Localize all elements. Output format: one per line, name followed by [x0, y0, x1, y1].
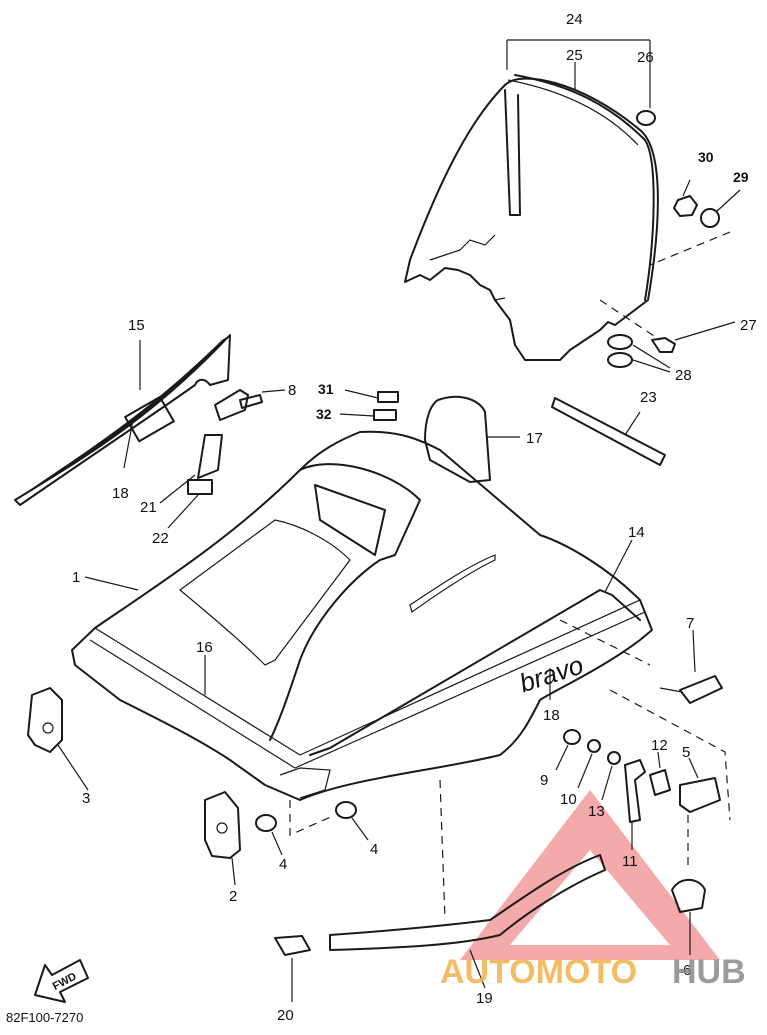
label-9: 9 [540, 772, 548, 789]
part-number-labels: 24 25 26 30 29 27 28 23 17 31 32 8 15 18… [6, 11, 757, 1025]
label-28: 28 [675, 367, 692, 384]
label-31: 31 [318, 381, 334, 397]
latch-6 [609, 689, 731, 955]
decal-15 [14, 334, 231, 506]
label-8: 8 [288, 382, 296, 399]
label-26: 26 [637, 49, 654, 66]
label-4b: 4 [370, 841, 378, 858]
bushing-9 [563, 729, 581, 745]
washer-13 [607, 751, 621, 765]
windshield [404, 74, 659, 361]
label-18-bravo: 18 [543, 707, 560, 724]
label-25: 25 [566, 47, 583, 64]
block-21 [197, 434, 223, 479]
label-27: 27 [740, 317, 757, 334]
label-32: 32 [316, 406, 332, 422]
label-10: 10 [560, 791, 577, 808]
pad-32 [373, 409, 397, 421]
watermark-part2: HUB [672, 953, 746, 991]
trim-strip-19 [329, 779, 606, 951]
label-17: 17 [526, 430, 543, 447]
collar-12 [649, 769, 671, 796]
bracket-2 [204, 791, 241, 886]
label-2: 2 [229, 888, 237, 905]
hinge-11 [624, 759, 646, 850]
cap-20 [274, 935, 311, 956]
fwd-arrow-icon: FWD [34, 959, 89, 1003]
label-12: 12 [651, 737, 668, 754]
label-23: 23 [640, 389, 657, 406]
drawing-code: 82F100-7270 [6, 1010, 83, 1025]
bracket-3 [27, 687, 89, 791]
grommet-4b [335, 801, 357, 819]
label-21: 21 [140, 499, 157, 516]
label-20: 20 [277, 1007, 294, 1024]
seal-strip-23 [551, 397, 666, 466]
pad-17 [424, 395, 520, 483]
label-7: 7 [686, 615, 694, 632]
label-5: 5 [682, 744, 690, 761]
hood-1 [71, 430, 653, 801]
label-6: 6 [683, 962, 691, 979]
bolt-7 [559, 619, 723, 704]
washer-10 [587, 739, 601, 753]
label-3: 3 [82, 790, 90, 807]
watermark-part1: AUTOMOTO [440, 953, 637, 991]
washer-29 [700, 208, 720, 228]
block-22 [187, 479, 213, 495]
label-19: 19 [476, 990, 493, 1007]
washer-28b [607, 352, 633, 368]
watermark-text: AUTOMOTO HUB [440, 953, 746, 991]
label-1: 1 [72, 569, 80, 586]
label-14: 14 [628, 524, 645, 541]
washer-28a [607, 334, 633, 350]
label-24: 24 [566, 11, 583, 28]
grommet-26 [636, 110, 656, 126]
pad-31 [377, 391, 399, 403]
label-13: 13 [588, 803, 605, 820]
label-18-decal: 18 [112, 485, 129, 502]
decal-text-bravo: bravo [516, 650, 587, 699]
bracket-8 [214, 389, 286, 421]
label-15: 15 [128, 317, 145, 334]
bracket-5 [679, 777, 721, 813]
grommet-4a [255, 814, 277, 832]
screw-27 [651, 321, 736, 353]
label-29: 29 [733, 169, 749, 185]
bracket-24 [506, 39, 651, 108]
label-22: 22 [152, 530, 169, 547]
label-30: 30 [698, 149, 714, 165]
label-11: 11 [622, 853, 638, 870]
label-16: 16 [196, 639, 213, 656]
nut-30 [673, 195, 698, 217]
label-4a: 4 [279, 856, 287, 873]
watermark-logo [460, 790, 720, 960]
